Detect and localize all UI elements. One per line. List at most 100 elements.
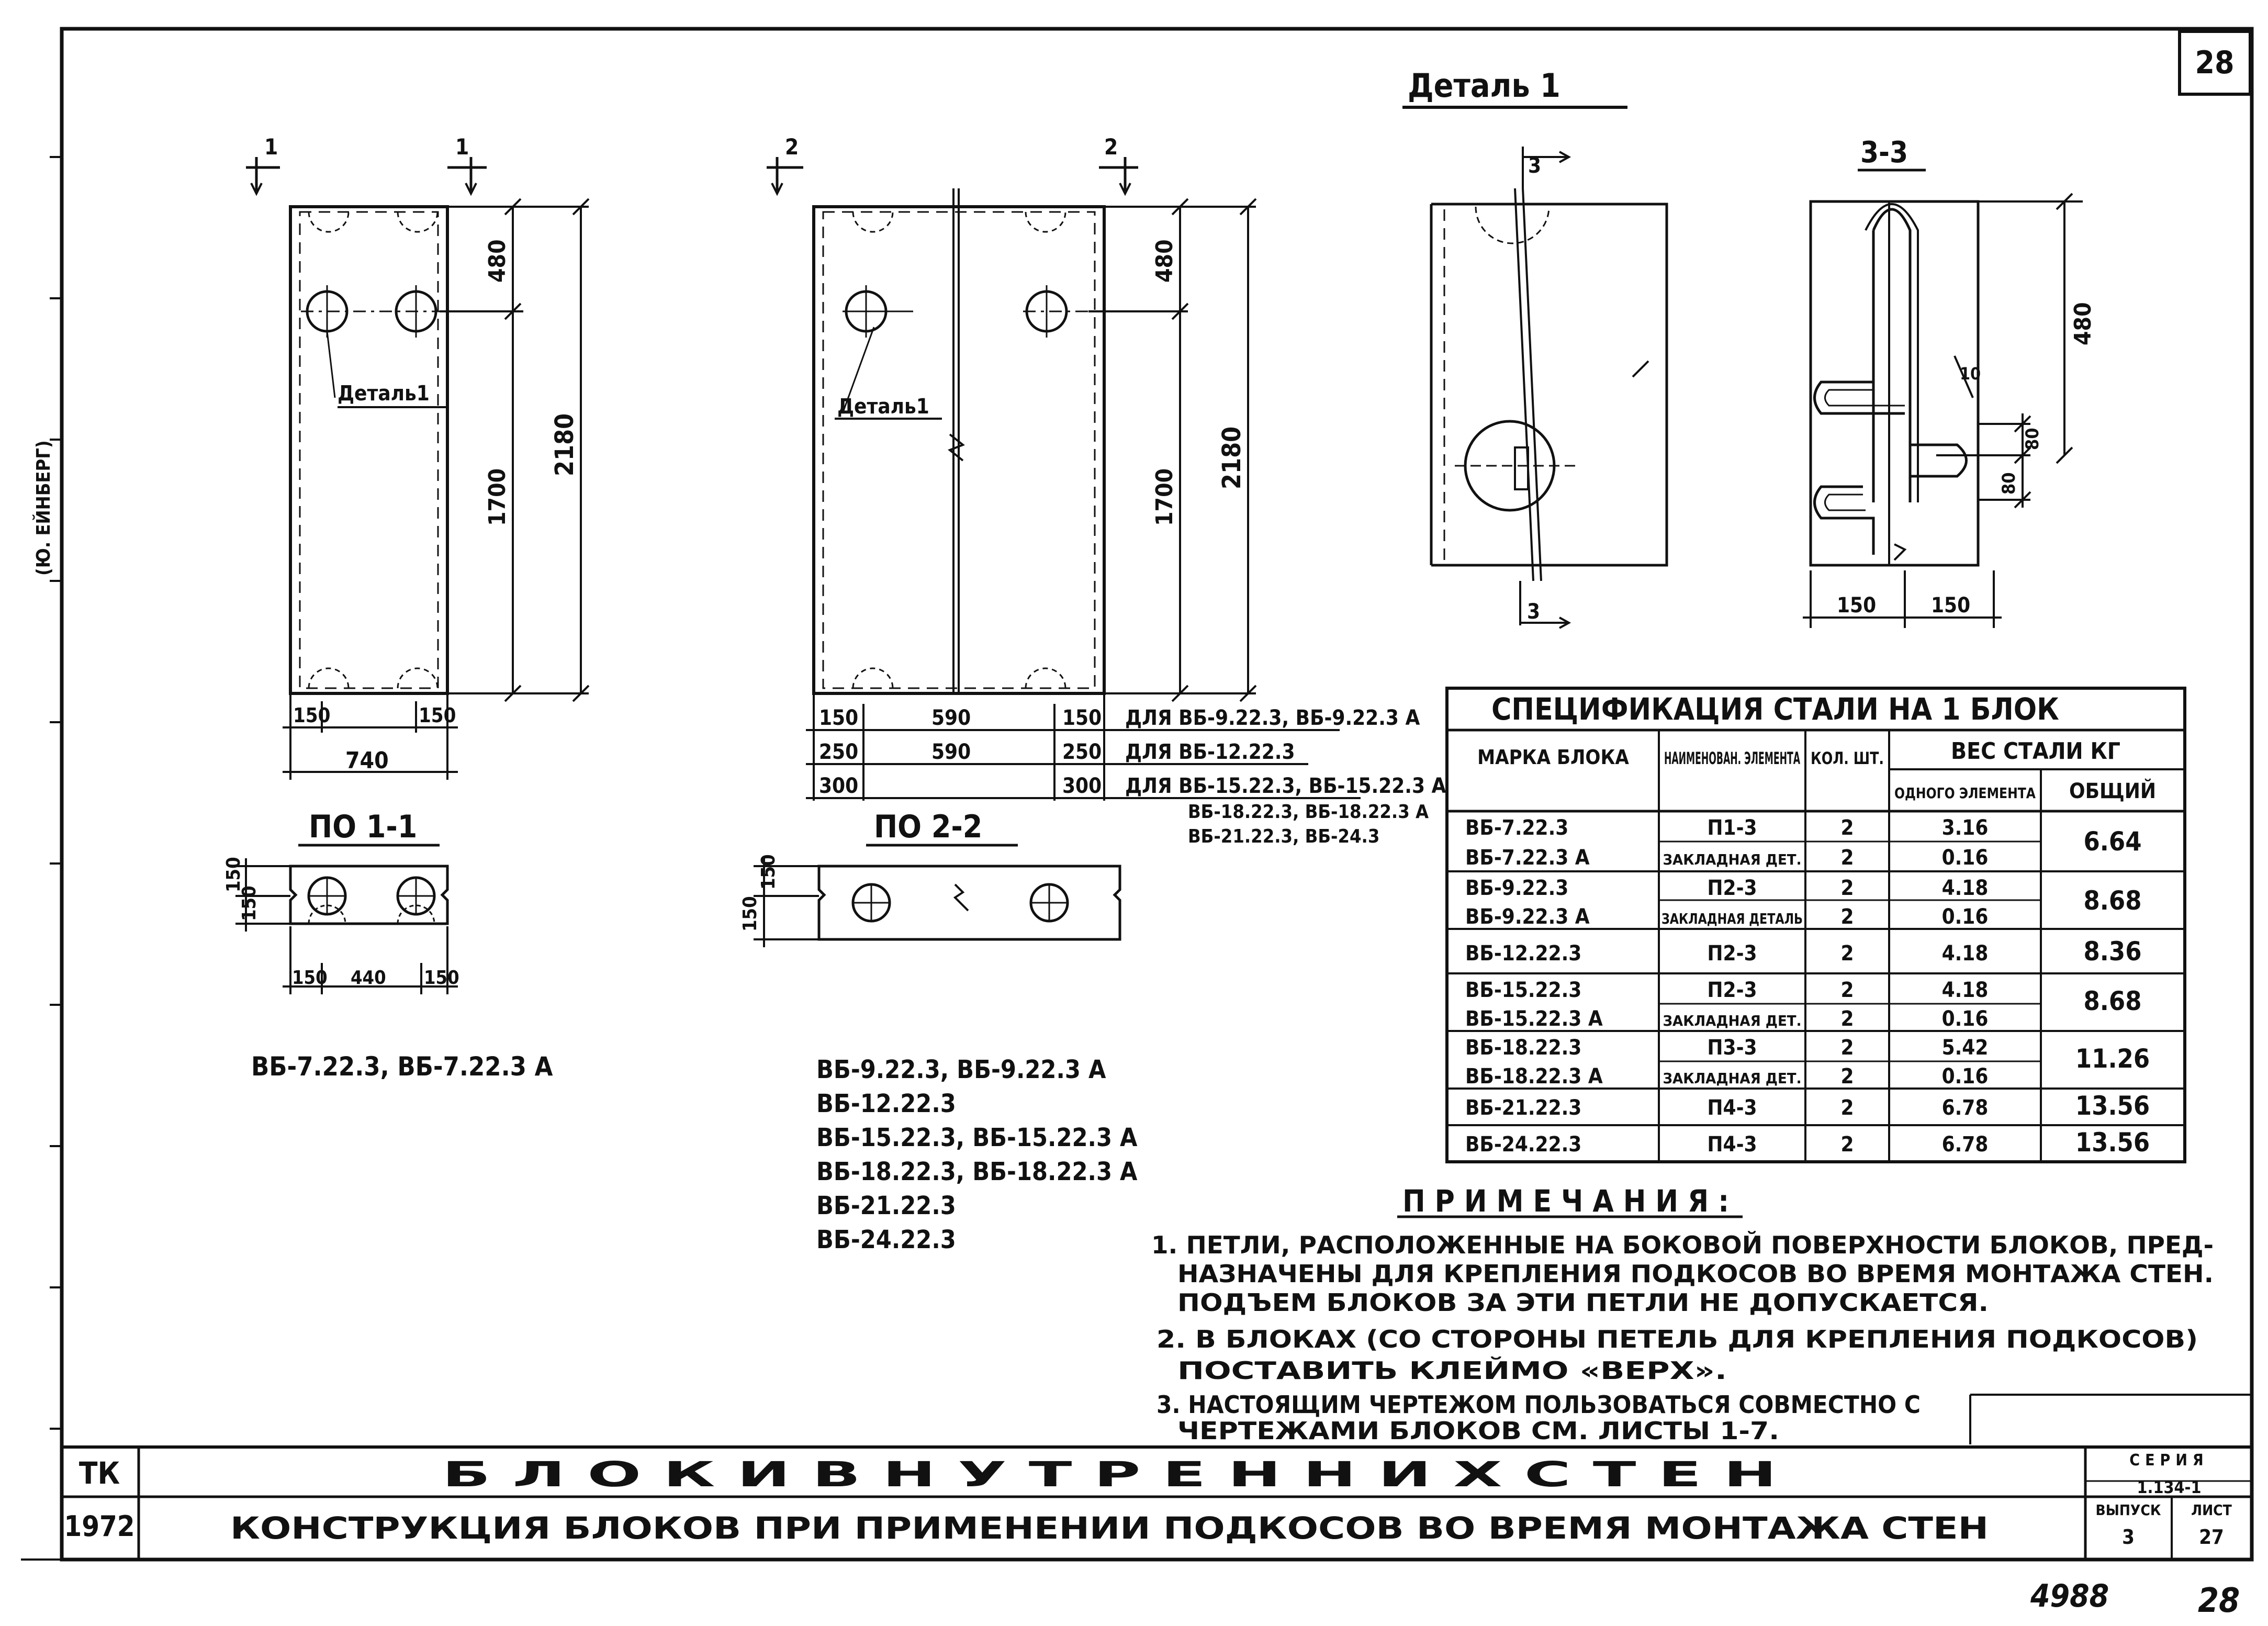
svg-text:ДЛЯ ВБ-15.22.3, ВБ-15.22.3 А: ДЛЯ ВБ-15.22.3, ВБ-15.22.3 А [1125, 774, 1446, 798]
section-2-2 [817, 865, 1121, 941]
section-dim-h1: 150 [223, 857, 244, 892]
cut-mark-label: 2 [1104, 134, 1118, 160]
svg-text:ПОДЪЕМ БЛОКОВ ЗА ЭТИ ПЕТЛИ НЕ: ПОДЪЕМ БЛОКОВ ЗА ЭТИ ПЕТЛИ НЕ ДОПУСКАЕТС… [1177, 1288, 1989, 1317]
cut-mark-label: 3 [1528, 154, 1541, 178]
dim-total: 2180 [1217, 427, 1247, 489]
block-b-cut-marks: 2 2 [767, 134, 1138, 196]
table-cell: ВБ-24.22.3 [1465, 1132, 1581, 1157]
section-3-3-title: 3-3 [1860, 136, 1908, 170]
dim-width: 740 [345, 747, 389, 774]
block-a-cut-marks: 1 1 [246, 134, 487, 196]
stamp-box [1969, 1394, 2250, 1444]
dim-middle: 1700 [484, 468, 511, 526]
table-cell: ВБ-7.22.3 А [1465, 846, 1590, 870]
sheet-label: ЛИСТ [2191, 1501, 2232, 1519]
block-b-dimensions [806, 198, 1361, 801]
section-dim-h1: 150 [739, 896, 761, 932]
table-cell: ЗАКЛАДНАЯ ДЕТ. [1663, 1070, 1802, 1087]
spec-header-qty: КОЛ. ШТ. [1811, 748, 1884, 768]
issue-label: ВЫПУСК [2096, 1501, 2161, 1519]
dim-right-edge: 150 [419, 704, 456, 727]
svg-text:300: 300 [1062, 774, 1102, 798]
title-block [62, 1445, 2252, 1560]
left-margin-ticks [50, 156, 62, 1430]
table-cell: ВБ-9.22.3 А [1465, 905, 1590, 929]
table-cell: 0.16 [1942, 1064, 1989, 1089]
table-cell: 6.78 [1942, 1096, 1989, 1120]
table-cell: 2 [1840, 876, 1854, 900]
detail-title: Деталь 1 [1408, 66, 1560, 105]
section-1-1 [289, 865, 449, 925]
table-cell-total: 6.64 [2084, 826, 2142, 857]
spec-header-mark: МАРКА БЛОКА [1477, 746, 1629, 769]
table-cell: 2 [1840, 978, 1854, 1002]
table-cell: П2-3 [1707, 876, 1757, 900]
table-cell: ВБ-9.22.3 [1465, 876, 1568, 900]
table-cell: 2 [1840, 1096, 1854, 1120]
dim-top: 480 [1151, 239, 1178, 283]
detail-dim-height: 480 [2070, 302, 2096, 345]
section-dim-w3: 150 [424, 967, 459, 989]
svg-text:ВБ-12.22.3: ВБ-12.22.3 [816, 1089, 956, 1118]
cut-mark-label: 2 [785, 134, 799, 160]
spec-table-body: ВБ-7.22.3 П1-3 2 3.16 ВБ-7.22.3 А ЗАКЛАД… [1465, 816, 2150, 1158]
footer-page: 28 [2198, 1582, 2240, 1620]
table-cell: 6.78 [1942, 1132, 1989, 1157]
section-2-2-title: ПО 2-2 [874, 809, 982, 845]
table-cell-total: 8.68 [2084, 885, 2142, 916]
detail-dim-w2: 150 [1931, 593, 1970, 618]
table-cell: 3.16 [1942, 816, 1989, 840]
table-cell: ЗАКЛАДНАЯ ДЕТАЛЬ [1661, 910, 1803, 927]
detail-elevation: 3 3 [1430, 147, 1668, 629]
title-line-1: Б Л О К И В Н У Т Р Е Н Н И Х С Т Е Н [442, 1454, 1777, 1495]
table-cell: 0.16 [1942, 846, 1989, 870]
block-b-captions: ВБ-9.22.3, ВБ-9.22.3 А ВБ-12.22.3 ВБ-15.… [816, 1055, 1138, 1254]
section-3-3 [1809, 200, 1980, 567]
spec-header-weight: ВЕС СТАЛИ КГ [1951, 738, 2120, 765]
series-label: СЕРИЯ [2129, 1451, 2208, 1470]
section-2-2-dimensions [754, 858, 819, 947]
table-cell-total: 13.56 [2075, 1127, 2150, 1158]
spec-header-total: ОБЩИЙ [2069, 778, 2156, 803]
issue-value: 3 [2122, 1526, 2135, 1549]
detail-dim-w1: 150 [1837, 593, 1876, 618]
notes-body: 1. ПЕТЛИ, РАСПОЛОЖЕННЫЕ НА БОКОВОЙ ПОВЕР… [1151, 1231, 2214, 1445]
table-cell: 2 [1840, 941, 1854, 966]
block-b-elevation: Деталь1 [812, 188, 1120, 695]
dim-middle: 1700 [1151, 468, 1178, 526]
svg-text:590: 590 [931, 740, 971, 764]
notes-title: ПРИМЕЧАНИЯ: [1402, 1183, 1738, 1219]
section-dim-w1: 150 [292, 967, 328, 989]
svg-text:250: 250 [1062, 740, 1102, 764]
spec-table-title: СПЕЦИФИКАЦИЯ СТАЛИ НА 1 БЛОК [1491, 691, 2059, 727]
table-cell: ВБ-21.22.3 [1465, 1096, 1581, 1120]
table-cell: ВБ-18.22.3 [1465, 1036, 1581, 1060]
section-1-1-title: ПО 1-1 [309, 809, 417, 845]
dim-left-edge: 150 [293, 704, 330, 727]
svg-text:ВБ-18.22.3, ВБ-18.22.3 А: ВБ-18.22.3, ВБ-18.22.3 А [816, 1157, 1138, 1186]
detail-callout: Деталь1 [338, 382, 430, 406]
table-cell: ЗАКЛАДНАЯ ДЕТ. [1663, 851, 1802, 868]
table-cell: П4-3 [1707, 1132, 1757, 1157]
dim-total: 2180 [550, 413, 579, 476]
page-number: 28 [2195, 44, 2234, 81]
section-3-3-dimensions [1803, 193, 2083, 628]
detail-dim-d1: 10 [1960, 364, 1981, 384]
table-cell: 2 [1840, 816, 1854, 840]
sheet-value: 27 [2199, 1526, 2224, 1549]
table-cell: 4.18 [1942, 978, 1989, 1002]
table-cell: ВБ-7.22.3 [1465, 816, 1568, 840]
cut-mark-label: 1 [264, 134, 278, 160]
table-cell-total: 13.56 [2075, 1091, 2150, 1121]
year: 1972 [64, 1510, 134, 1543]
block-a-elevation: Деталь1 [289, 205, 476, 695]
table-cell: ВБ-15.22.3 А [1465, 1007, 1603, 1031]
table-cell: 2 [1840, 905, 1854, 929]
spec-header-one: ОДНОГО ЭЛЕМЕНТА [1894, 784, 2036, 802]
block-b-width-rows: 150 590 150 ДЛЯ ВБ-9.22.3, ВБ-9.22.3 А 2… [819, 706, 1446, 847]
page-number-box [2178, 30, 2252, 96]
table-cell-total: 11.26 [2075, 1044, 2150, 1074]
table-cell: 0.16 [1942, 905, 1989, 929]
table-cell: ВБ-12.22.3 [1465, 941, 1581, 966]
svg-text:590: 590 [931, 706, 971, 730]
